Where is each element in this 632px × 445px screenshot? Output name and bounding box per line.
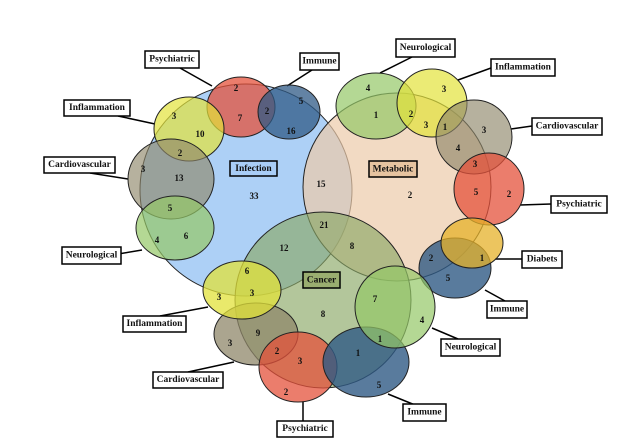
infection-neurological-ellipse xyxy=(135,195,215,261)
region-value: 13 xyxy=(175,173,185,183)
region-value: 3 xyxy=(250,288,255,298)
region-value: 5 xyxy=(377,380,382,390)
region-value: 6 xyxy=(245,266,250,276)
infection-cancer-value: 12 xyxy=(280,243,290,253)
metabolic-label: Metabolic xyxy=(368,160,418,178)
leader-lines xyxy=(89,56,552,421)
label-cancer-cardiovascular: Cardiovascular xyxy=(152,371,224,389)
region-value: 3 xyxy=(473,159,478,169)
region-value: 3 xyxy=(141,164,146,174)
label-cancer-immune: Immune xyxy=(402,403,447,422)
infection-metabolic-value: 15 xyxy=(317,179,327,189)
region-value: 3 xyxy=(228,338,233,348)
region-value: 3 xyxy=(217,292,222,302)
svg-text:Inflammation: Inflammation xyxy=(127,319,184,329)
svg-text:Cancer: Cancer xyxy=(307,276,337,286)
region-value: 1 xyxy=(378,334,383,344)
svg-text:Neurological: Neurological xyxy=(445,343,497,353)
label-infection-psychiatric: Psychiatric xyxy=(144,50,200,69)
region-value: 2 xyxy=(507,189,512,199)
svg-text:Psychiatric: Psychiatric xyxy=(149,55,194,65)
label-infection-immune: Immune xyxy=(299,52,340,71)
label-cancer-psychiatric: Psychiatric xyxy=(276,420,334,438)
region-values: 33 2 8 15 21 12 8 2 7 2 5 16 3 10 2 3 13… xyxy=(141,83,512,397)
svg-text:Neurological: Neurological xyxy=(400,43,452,53)
region-value: 6 xyxy=(184,231,189,241)
region-value: 9 xyxy=(256,328,261,338)
region-value: 2 xyxy=(429,253,434,263)
svg-text:Inflammation: Inflammation xyxy=(69,103,126,113)
svg-text:Neurological: Neurological xyxy=(66,251,118,261)
svg-text:Cardiovascular: Cardiovascular xyxy=(536,122,600,132)
region-value: 1 xyxy=(480,253,485,263)
region-value: 5 xyxy=(168,203,173,213)
cancer-neurological-ellipse xyxy=(354,265,436,349)
region-value: 5 xyxy=(474,187,479,197)
label-metabolic-cardiovascular: Cardiovascular xyxy=(531,117,603,136)
region-value: 7 xyxy=(238,113,243,123)
infection-only-value: 33 xyxy=(250,191,260,201)
region-value: 1 xyxy=(374,110,379,120)
region-value: 1 xyxy=(443,122,448,132)
cancer-satellites xyxy=(202,260,436,403)
label-metabolic-diabets: Diabets xyxy=(521,250,563,269)
label-cancer-inflammation: Inflammation xyxy=(122,315,187,333)
region-value: 4 xyxy=(155,235,160,245)
infection-label: Infection xyxy=(229,160,278,177)
label-metabolic-inflammation: Inflammation xyxy=(490,58,556,77)
label-infection-cardiovascular: Cardiovascular xyxy=(43,156,116,174)
metabolic-satellites xyxy=(335,68,525,299)
svg-text:Infection: Infection xyxy=(235,164,272,174)
svg-text:Cardiovascular: Cardiovascular xyxy=(157,375,221,385)
infection-immune-ellipse xyxy=(257,84,321,140)
region-value: 3 xyxy=(482,125,487,135)
svg-text:Inflammation: Inflammation xyxy=(495,63,552,73)
region-value: 3 xyxy=(424,120,429,130)
label-metabolic-neurological: Neurological xyxy=(395,38,456,58)
region-value: 4 xyxy=(420,315,425,325)
region-value: 2 xyxy=(284,387,289,397)
region-value: 5 xyxy=(446,273,451,283)
region-value: 3 xyxy=(442,84,447,94)
label-metabolic-psychiatric: Psychiatric xyxy=(550,195,608,214)
all-three-value: 21 xyxy=(320,220,330,230)
region-value: 1 xyxy=(356,348,361,358)
label-cancer-neurological: Neurological xyxy=(440,338,501,357)
region-value: 7 xyxy=(373,294,378,304)
infection-satellites xyxy=(127,76,321,261)
label-infection-inflammation: Inflammation xyxy=(63,99,131,117)
metabolic-psychiatric-ellipse xyxy=(453,152,525,226)
cancer-inflammation-ellipse xyxy=(202,260,282,320)
label-metabolic-immune: Immune xyxy=(486,300,528,319)
region-value: 2 xyxy=(234,83,239,93)
metabolic-only-value: 2 xyxy=(408,190,413,200)
svg-text:Immune: Immune xyxy=(407,408,441,418)
svg-text:Cardiovascular: Cardiovascular xyxy=(48,160,112,170)
region-value: 3 xyxy=(298,356,303,366)
region-value: 4 xyxy=(456,143,461,153)
region-value: 10 xyxy=(196,129,206,139)
metabolic-cancer-value: 8 xyxy=(350,241,355,251)
region-value: 2 xyxy=(275,346,280,356)
svg-text:Psychiatric: Psychiatric xyxy=(282,424,327,434)
metabolic-diabets-ellipse xyxy=(440,217,504,269)
region-value: 2 xyxy=(178,148,183,158)
svg-text:Metabolic: Metabolic xyxy=(373,165,414,175)
region-value: 3 xyxy=(172,111,177,121)
region-value: 2 xyxy=(409,109,414,119)
region-value: 5 xyxy=(299,96,304,106)
svg-text:Psychiatric: Psychiatric xyxy=(556,200,601,210)
cancer-label: Cancer xyxy=(302,271,341,289)
svg-text:Diabets: Diabets xyxy=(527,255,558,265)
cancer-only-value: 8 xyxy=(321,309,326,319)
region-value: 4 xyxy=(366,83,371,93)
svg-text:Immune: Immune xyxy=(302,57,336,67)
region-value: 16 xyxy=(287,126,297,136)
svg-text:Immune: Immune xyxy=(490,305,524,315)
label-infection-neurological: Neurological xyxy=(61,246,122,265)
callout-labels: Psychiatric Immune Inflammation Cardiova… xyxy=(43,38,608,438)
region-value: 2 xyxy=(265,106,270,116)
